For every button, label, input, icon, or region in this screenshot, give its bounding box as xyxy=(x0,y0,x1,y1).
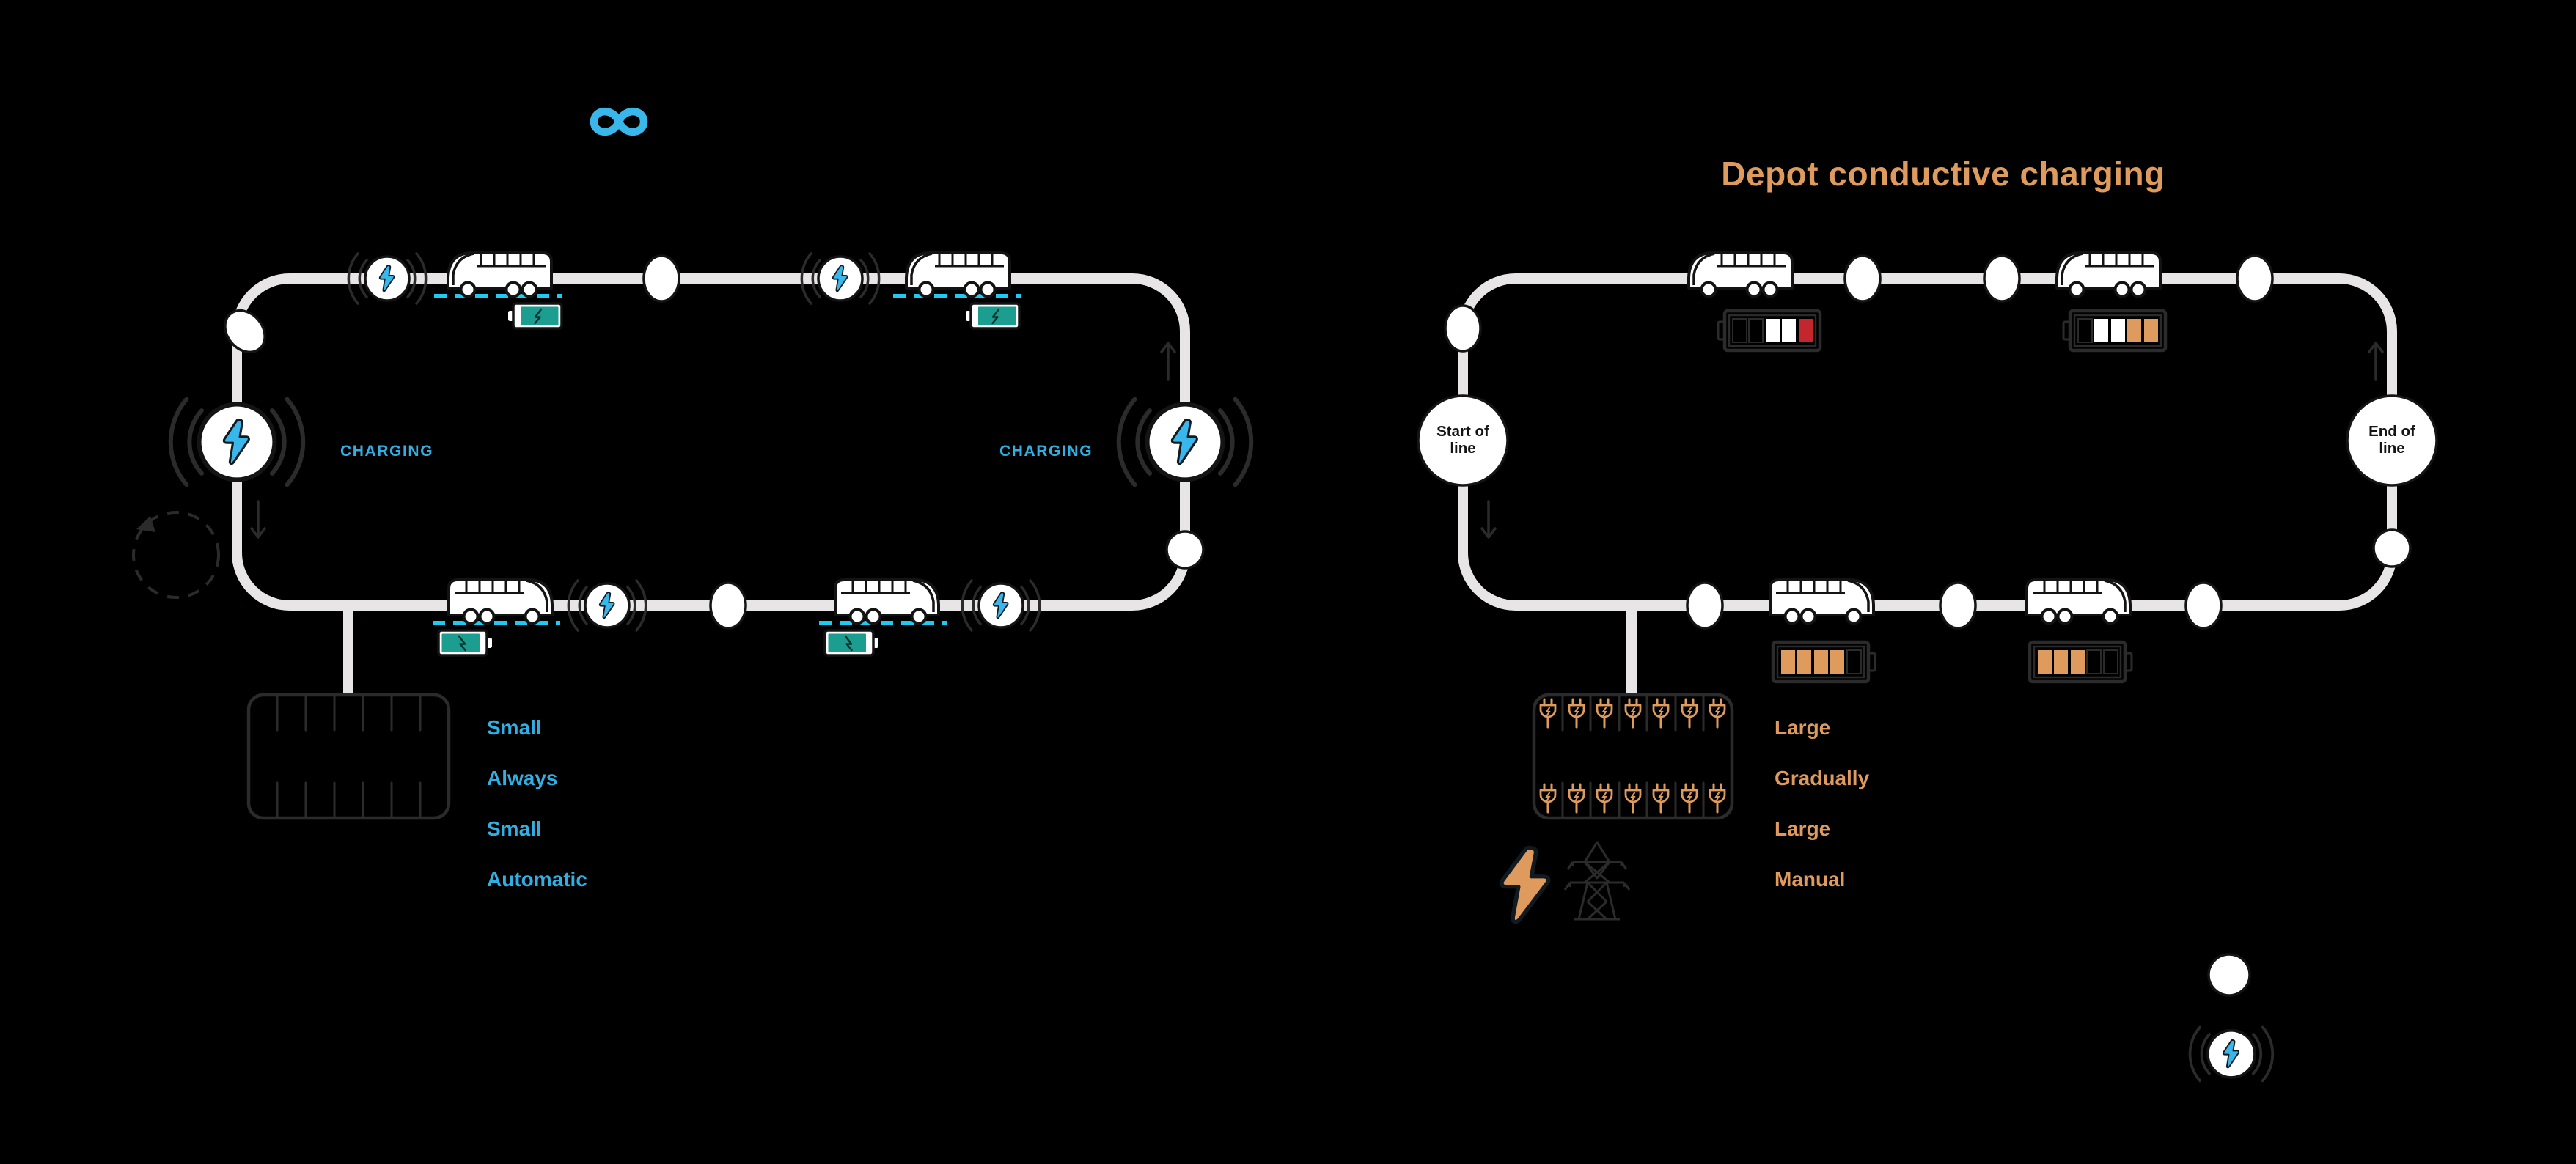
charger-plug-icon xyxy=(1624,698,1642,729)
charger-plug-icon xyxy=(1568,698,1585,729)
right-down-arrow xyxy=(1480,500,1497,539)
bus-icon xyxy=(1769,578,1875,625)
charger-plug-icon xyxy=(1652,783,1670,814)
charger-plug-icon xyxy=(1596,783,1613,814)
inroute-charging-station-icon xyxy=(568,581,645,630)
left-route-track xyxy=(232,273,1190,611)
bus-stop-node xyxy=(1165,530,1205,570)
left-attr-depot-size: Small xyxy=(487,817,542,840)
battery-full-icon xyxy=(507,302,563,330)
bus-stop-node xyxy=(1686,581,1724,630)
inroute-charging-station-icon xyxy=(801,254,878,303)
charger-plug-icon xyxy=(1709,698,1726,729)
battery-medium-icon xyxy=(2028,640,2133,684)
charger-plug-icon xyxy=(1596,698,1613,729)
inroute-charging-station-icon xyxy=(962,581,1039,630)
left-attr-operation: Automatic xyxy=(487,868,587,891)
bus-icon xyxy=(447,251,553,298)
left-attribute-labels: Small Always Small Automatic xyxy=(487,718,587,890)
bus-stop-node xyxy=(709,581,747,630)
left-up-arrow xyxy=(1160,342,1176,381)
bus-icon xyxy=(905,251,1011,298)
right-route-loop xyxy=(1417,251,2438,922)
start-of-line-label: Start of line xyxy=(1436,423,1489,457)
terminal-charging-station-icon xyxy=(171,399,304,485)
right-attr-battery-size: Large xyxy=(1775,716,1831,739)
bus-stop-node xyxy=(1444,304,1482,353)
charger-plug-icon xyxy=(1624,783,1642,814)
infinity-logo-icon xyxy=(590,107,648,136)
inroute-charging-station-icon xyxy=(348,254,425,303)
right-up-arrow xyxy=(2368,342,2384,381)
charger-plug-icon xyxy=(1539,783,1557,814)
bus-stop-node xyxy=(224,309,266,354)
bus-icon xyxy=(2055,251,2162,298)
battery-full-icon xyxy=(964,302,1021,330)
left-route-loop xyxy=(132,251,1252,820)
bus-stop-node xyxy=(642,254,680,303)
right-depot xyxy=(1532,693,1734,820)
bus-icon xyxy=(447,578,554,625)
charger-plug-icon xyxy=(1709,783,1726,814)
battery-high-icon xyxy=(1771,640,1876,684)
charger-plug-icon xyxy=(1652,698,1670,729)
loop-repeat-icon xyxy=(132,511,220,599)
bus-stop-node xyxy=(1983,254,2021,303)
start-of-line-node xyxy=(1417,394,1509,487)
end-of-line-node xyxy=(2346,394,2438,487)
power-tower-icon xyxy=(1563,841,1631,921)
charging-label-right: CHARGING xyxy=(999,443,1093,460)
loop-repeat-arrowhead xyxy=(136,516,155,532)
right-attr-depot-size: Large xyxy=(1775,817,1831,840)
left-depot xyxy=(246,693,451,820)
battery-half-icon xyxy=(2062,309,2168,353)
charging-station-legend-icon xyxy=(2190,1028,2273,1081)
bus-stop-node xyxy=(1939,581,1977,630)
charger-plug-icon xyxy=(1681,783,1698,814)
left-down-arrow xyxy=(250,500,266,539)
bus-stop-node xyxy=(2184,581,2223,630)
battery-full-icon xyxy=(437,629,493,657)
bus-stop-node xyxy=(2236,254,2274,303)
right-attr-frequency: Gradually xyxy=(1775,767,1870,789)
end-of-line-label: End of line xyxy=(2368,423,2415,457)
charger-plug-icon xyxy=(1539,698,1557,729)
bus-stop-node xyxy=(1843,254,1882,303)
battery-low-icon xyxy=(1717,309,1822,353)
bus-icon xyxy=(1687,251,1794,298)
grid-power-bolt-icon xyxy=(1502,847,1549,921)
battery-full-icon xyxy=(823,629,880,657)
bus-icon xyxy=(834,578,940,625)
left-attr-battery-size: Small xyxy=(487,716,542,739)
bus-icon xyxy=(2025,578,2132,625)
right-attribute-labels: Large Gradually Large Manual xyxy=(1775,718,1869,890)
legend xyxy=(2190,953,2273,1081)
right-attr-operation: Manual xyxy=(1775,868,1846,891)
left-attr-frequency: Always xyxy=(487,767,558,789)
charger-plug-icon xyxy=(1681,698,1698,729)
terminal-charging-station-icon xyxy=(1119,399,1252,485)
bus-stop-node xyxy=(2372,528,2412,568)
right-route-track xyxy=(1458,273,2397,611)
charging-label-left: CHARGING xyxy=(340,443,434,460)
bus-stop-legend-icon xyxy=(2207,953,2251,997)
charger-plug-icon xyxy=(1568,783,1585,814)
right-diagram-title: Depot conductive charging xyxy=(1721,155,2165,193)
